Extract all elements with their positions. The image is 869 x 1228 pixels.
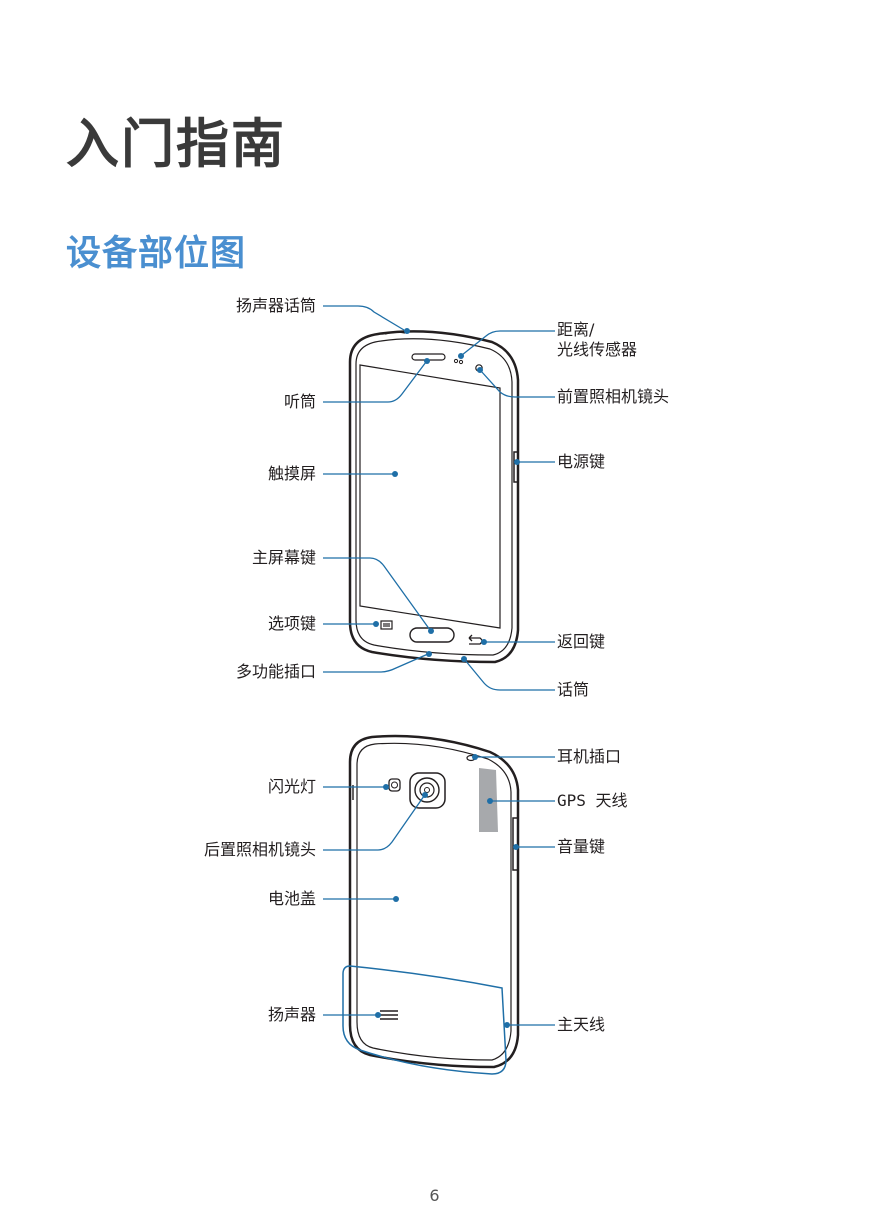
power-key-shape — [513, 451, 519, 483]
label-home-key: 主屏幕键 — [251, 548, 316, 567]
front-phone-illustration — [348, 330, 520, 664]
proximity-sensor-dot — [458, 359, 464, 365]
rear-camera-lens-ring — [414, 777, 440, 803]
front-body-outline — [348, 330, 520, 664]
proximity-sensor-dot — [453, 358, 459, 364]
chapter-title: 入门指南 — [66, 114, 286, 175]
label-back-key: 返回键 — [557, 632, 606, 651]
front-callouts — [323, 305, 555, 691]
label-front-camera: 前置照相机镜头 — [557, 387, 670, 406]
front-callout-dots — [373, 328, 520, 662]
flash-shape — [388, 778, 401, 792]
label-headset-jack: 耳机插口 — [557, 747, 622, 766]
section-title: 设备部位图 — [66, 234, 247, 274]
back-callout-dots — [375, 754, 519, 1028]
label-multipurpose-jack: 多功能插口 — [235, 662, 316, 681]
label-main-antenna: 主天线 — [557, 1015, 606, 1034]
main-antenna-outline — [342, 965, 507, 1075]
front-bezel — [355, 338, 513, 656]
speaker-grille — [380, 1010, 398, 1020]
label-microphone: 话筒 — [557, 680, 590, 699]
label-volume-key: 音量键 — [557, 837, 606, 856]
volume-key-shape — [512, 817, 519, 871]
label-rear-camera: 后置照相机镜头 — [203, 840, 316, 859]
label-proximity-sensor-line2: 光线传感器 — [557, 340, 638, 359]
label-speaker: 扬声器 — [267, 1005, 316, 1024]
label-battery-cover: 电池盖 — [267, 889, 316, 908]
label-proximity-sensor-line1: 距离/ — [557, 320, 595, 339]
label-gps-antenna: GPS 天线 — [557, 791, 628, 810]
front-screen — [359, 364, 501, 629]
back-body-outline — [348, 734, 520, 1069]
rear-camera-housing — [409, 772, 446, 809]
label-speaker-mic: 扬声器话筒 — [235, 296, 316, 315]
label-flash: 闪光灯 — [267, 777, 316, 796]
menu-key-icon — [380, 620, 393, 630]
top-mic-slot — [384, 331, 406, 335]
back-callouts — [323, 756, 555, 1026]
label-power-key: 电源键 — [557, 452, 606, 471]
label-touchscreen: 触摸屏 — [267, 464, 316, 483]
label-earpiece: 听筒 — [283, 392, 316, 411]
page-number: 6 — [429, 1186, 440, 1205]
label-menu-key: 选项键 — [267, 614, 316, 633]
home-key-shape — [409, 627, 455, 643]
back-key-icon — [468, 634, 483, 645]
